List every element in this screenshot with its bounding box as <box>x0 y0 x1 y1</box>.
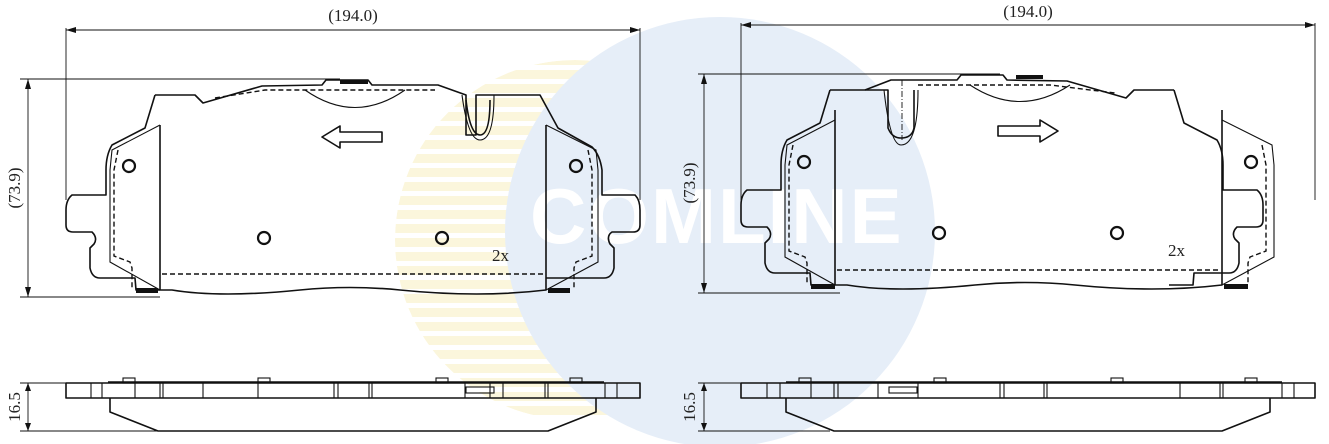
rotation-direction-left-arrow-icon <box>321 125 383 149</box>
right-pad-side-view: 16.5 <box>680 377 1316 432</box>
shim-strip-right <box>548 288 570 293</box>
quantity-label: 2x <box>492 246 510 265</box>
dim-arrow-icon <box>741 22 751 28</box>
quantity-label: 2x <box>1168 241 1186 260</box>
dim-arrow-icon <box>25 287 31 297</box>
wear-indicator-strip <box>340 80 368 84</box>
thickness-dimension-label: 16.5 <box>680 392 699 422</box>
mounting-hole <box>796 154 812 170</box>
shim-strip-left <box>811 284 835 289</box>
clip-notch <box>465 99 491 136</box>
dim-arrow-icon <box>1305 22 1315 28</box>
mounting-hole <box>1243 154 1259 170</box>
comline-watermark-logo: COMLINE <box>395 17 935 444</box>
wear-indicator-strip <box>1016 75 1043 79</box>
mounting-hole <box>931 225 947 241</box>
mounting-hole <box>1109 225 1125 241</box>
left-pad-side-view: 16.5 <box>5 377 641 432</box>
right-pad-front-view: (194.0) (73.9) 2x <box>680 2 1316 294</box>
shim-strip-left <box>136 288 158 293</box>
dim-arrow-icon <box>25 79 31 89</box>
rotation-direction-right-arrow-icon <box>997 119 1059 143</box>
width-dimension-label: (194.0) <box>328 6 378 25</box>
mounting-hole <box>434 230 450 246</box>
mounting-hole <box>121 158 137 174</box>
mounting-hole <box>256 230 272 246</box>
shim-strip-right <box>1224 284 1248 289</box>
width-dimension-label: (194.0) <box>1003 2 1053 21</box>
dim-arrow-icon <box>701 74 707 84</box>
left-pad-front-view: (194.0) (73.9) <box>5 6 641 298</box>
watermark-text: COMLINE <box>530 172 904 260</box>
dim-arrow-icon <box>701 283 707 293</box>
mounting-hole <box>568 158 584 174</box>
dim-arrow-icon <box>630 27 640 33</box>
dim-arrow-icon <box>66 27 76 33</box>
thickness-dimension-label: 16.5 <box>5 392 24 422</box>
height-dimension-label: (73.9) <box>5 167 24 208</box>
height-dimension-label: (73.9) <box>680 162 699 203</box>
